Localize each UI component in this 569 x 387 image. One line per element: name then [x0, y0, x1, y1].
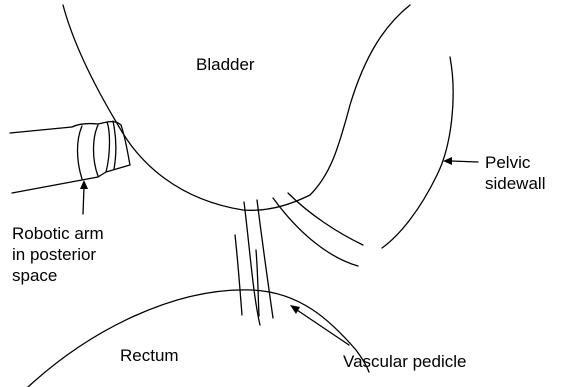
pelvic-sidewall-arrow	[443, 157, 478, 165]
arrows	[80, 157, 478, 345]
pelvic-sidewall-label: Pelvic sidewall	[485, 152, 545, 194]
vascular-pedicle-arrow	[290, 305, 349, 345]
vascular-pedicle-lines	[235, 193, 363, 325]
bladder-label: Bladder	[196, 54, 255, 75]
rectum-outline	[28, 290, 369, 387]
bladder-outline	[63, 5, 410, 210]
robotic-arm-instrument	[10, 121, 130, 193]
robotic-arm-arrow	[80, 180, 88, 214]
vascular-pedicle-label: Vascular pedicle	[343, 351, 466, 372]
rectum-label: Rectum	[120, 345, 179, 366]
pelvic-sidewall-curve	[382, 57, 453, 248]
robotic-arm-label: Robotic arm in posterior space	[12, 223, 104, 286]
